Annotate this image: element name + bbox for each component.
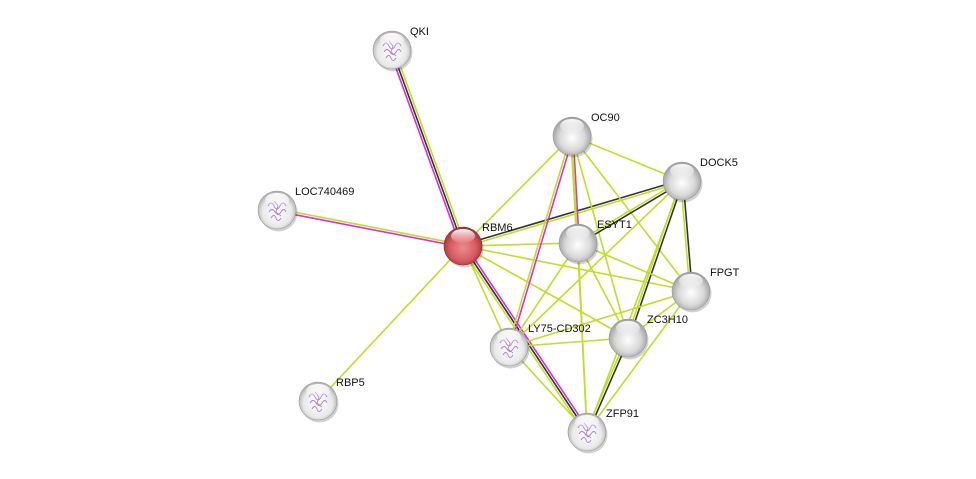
edge-oc90-fpgt[interactable] (571, 135, 692, 292)
edges-layer (276, 48, 693, 434)
protein-structure-icon (577, 422, 597, 443)
node-highlight (265, 193, 289, 207)
node-highlight (306, 384, 330, 398)
node-rbm6[interactable]: RBM6 (443, 222, 513, 268)
edge-line-textmining (586, 180, 683, 433)
node-label: ESYT1 (597, 219, 632, 231)
node-label: ZFP91 (606, 408, 639, 420)
node-highlight (679, 274, 703, 288)
node-label: DOCK5 (700, 157, 738, 169)
edge-line-experimental (464, 244, 590, 432)
node-label: RBP5 (336, 377, 365, 389)
node-label: LY75-CD302 (528, 323, 591, 335)
edge-line-textmining (571, 135, 692, 292)
edge-line-textmining (462, 135, 573, 247)
node-dock5[interactable]: DOCK5 (662, 157, 738, 203)
edge-line-textmining (571, 135, 683, 182)
node-oc90[interactable]: OC90 (552, 112, 620, 158)
protein-structure-icon (382, 40, 402, 61)
edge-dock5-ly75-cd302[interactable] (508, 180, 683, 348)
edge-line-coexpression (578, 181, 684, 245)
edge-line-textmining (508, 290, 692, 348)
node-rbp5[interactable]: RBP5 (298, 377, 365, 423)
edge-line-textmining (571, 135, 629, 339)
edge-line-textmining (586, 290, 692, 433)
edge-zc3h10-ly75-cd302[interactable] (508, 337, 629, 348)
node-qki[interactable]: QKI (372, 26, 429, 72)
edge-line-textmining (393, 48, 467, 246)
edge-rbm6-fpgt[interactable] (462, 245, 692, 292)
node-label: RBM6 (482, 222, 513, 234)
edge-oc90-ly75-cd302[interactable] (507, 135, 574, 348)
edge-line-textmining (576, 179, 682, 243)
edge-esyt1-ly75-cd302[interactable] (508, 242, 579, 348)
node-label: OC90 (591, 112, 620, 124)
node-highlight (497, 330, 521, 344)
edge-rbm6-qki[interactable] (388, 48, 467, 248)
edge-line-textmining (463, 181, 683, 248)
node-highlight (670, 164, 694, 178)
edge-dock5-zfp91[interactable] (586, 180, 683, 433)
node-highlight (560, 119, 584, 133)
edge-esyt1-fpgt[interactable] (577, 242, 692, 292)
node-zc3h10[interactable]: ZC3H10 (608, 314, 688, 360)
edge-rbm6-rbp5[interactable] (317, 245, 464, 402)
edge-rbm6-dock5[interactable] (462, 179, 683, 248)
node-fpgt[interactable]: FPGT (671, 267, 740, 313)
edge-line-textmining (277, 208, 464, 246)
edge-line-textmining (577, 242, 692, 292)
edge-line-experimental (388, 50, 462, 248)
node-highlight (575, 415, 599, 429)
edge-line-textmining (508, 242, 579, 348)
node-label: ZC3H10 (647, 314, 688, 326)
edge-line-textmining (462, 245, 692, 292)
edge-line-textmining (508, 337, 629, 348)
edge-fpgt-ly75-cd302[interactable] (508, 290, 692, 348)
edge-line-experimental (276, 210, 463, 248)
edge-line-textmining (577, 242, 588, 433)
edge-line-textmining (508, 180, 683, 348)
edge-line-coexpression (391, 49, 464, 247)
node-esyt1[interactable]: ESYT1 (558, 219, 632, 265)
node-label: QKI (410, 26, 429, 38)
edge-rbm6-loc740469[interactable] (276, 208, 464, 248)
edge-fpgt-zfp91[interactable] (586, 290, 692, 433)
edge-line-textmining (507, 135, 572, 347)
edge-line-experimental (509, 136, 574, 348)
edge-rbm6-oc90[interactable] (462, 135, 573, 247)
edge-oc90-zc3h10[interactable] (571, 135, 629, 339)
node-ly75-cd302[interactable]: LY75-CD302 (489, 323, 591, 369)
node-label: FPGT (710, 267, 740, 279)
edge-dock5-esyt1[interactable] (576, 179, 684, 245)
edge-line-textmining (317, 245, 464, 402)
node-highlight (566, 226, 590, 240)
protein-structure-icon (499, 337, 519, 358)
node-label: LOC740469 (295, 186, 354, 198)
protein-structure-icon (267, 200, 287, 221)
edge-line-coexpression (462, 179, 682, 246)
node-highlight (616, 321, 640, 335)
edge-oc90-dock5[interactable] (571, 135, 683, 182)
edge-line-coexpression (628, 181, 684, 339)
edge-esyt1-zfp91[interactable] (577, 242, 588, 433)
node-highlight (451, 229, 475, 243)
protein-structure-icon (308, 391, 328, 412)
node-highlight (380, 33, 404, 47)
node-zfp91[interactable]: ZFP91 (567, 408, 639, 454)
node-loc740469[interactable]: LOC740469 (257, 186, 354, 232)
